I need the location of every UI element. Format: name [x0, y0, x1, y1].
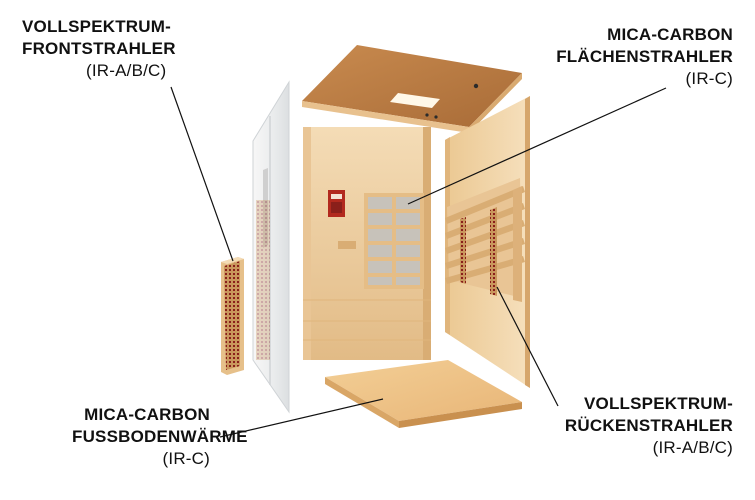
callout-back-emitter: VOLLSPEKTRUM- RÜCKENSTRAHLER (IR-A/B/C) — [565, 393, 733, 459]
callout-panel-emitter: MICA-CARBON FLÄCHENSTRAHLER (IR-C) — [556, 24, 733, 90]
callout-floor-heating-spec: (IR-C) — [162, 449, 210, 468]
callout-floor-heating-line1: MICA-CARBON — [84, 405, 210, 424]
callout-back-emitter-line2: RÜCKENSTRAHLER — [564, 416, 733, 435]
callout-floor-heating: MICA-CARBON FUSSBODENWÄRME (IR-C) — [72, 404, 248, 470]
roof-panel — [302, 45, 522, 133]
leader-lines — [170, 86, 667, 438]
callout-panel-emitter-line1: MICA-CARBON — [607, 25, 733, 44]
callout-floor-heating-line2: FUSSBODENWÄRME — [72, 427, 248, 446]
front-emitter — [221, 257, 244, 375]
callout-front-emitter: VOLLSPEKTRUM- FRONTSTRAHLER (IR-A/B/C) — [22, 16, 176, 82]
floor-panel — [325, 360, 522, 428]
glass-door — [252, 80, 290, 414]
callout-panel-emitter-line2: FLÄCHENSTRAHLER — [556, 47, 733, 66]
callout-front-emitter-spec: (IR-A/B/C) — [86, 61, 167, 80]
ceiling-light-icon — [390, 93, 440, 108]
callout-front-emitter-line1: VOLLSPEKTRUM- — [22, 17, 171, 36]
callout-panel-emitter-spec: (IR-C) — [685, 69, 733, 88]
right-wall — [445, 96, 530, 388]
back-wall — [303, 127, 431, 360]
callout-back-emitter-line1: VOLLSPEKTRUM- — [584, 394, 733, 413]
callout-front-emitter-line2: FRONTSTRAHLER — [22, 39, 176, 58]
back-emitter — [460, 207, 497, 296]
callout-back-emitter-spec: (IR-A/B/C) — [652, 438, 733, 457]
